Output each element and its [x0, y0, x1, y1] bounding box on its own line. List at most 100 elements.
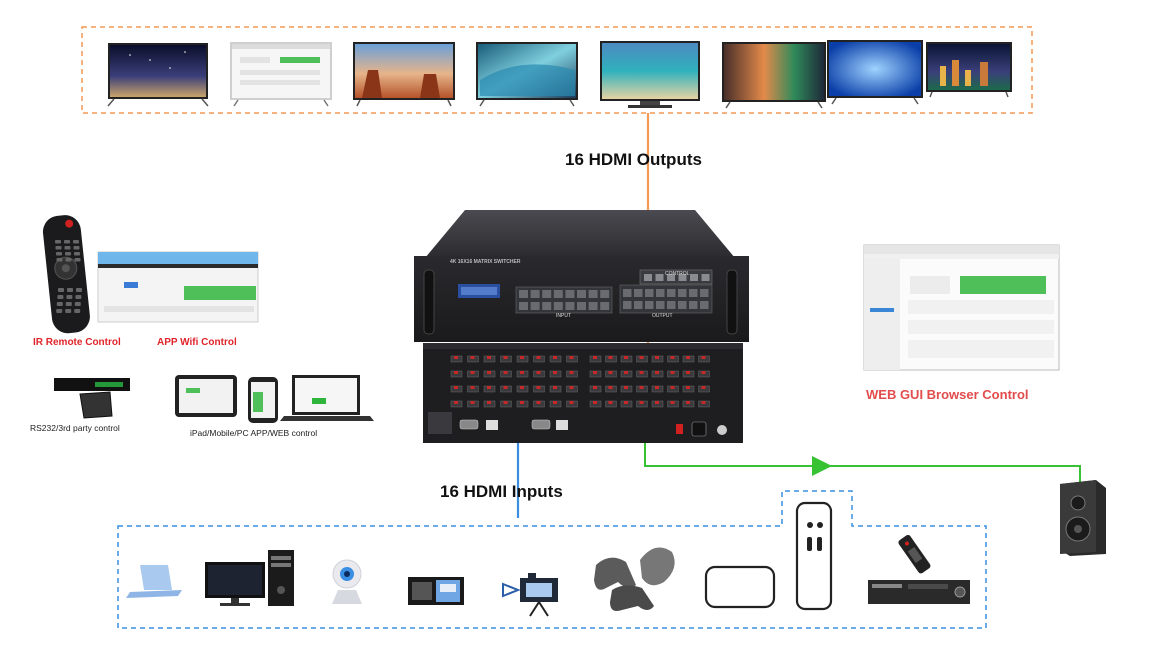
remote-key [65, 309, 72, 313]
ir-remote-label: IR Remote Control [33, 337, 121, 348]
remote-key [74, 309, 81, 313]
port-indicator [569, 401, 574, 404]
remote-key [75, 295, 82, 299]
port-indicator [503, 371, 508, 374]
remote-key [65, 302, 72, 306]
device-output-label: OUTPUT [652, 313, 673, 319]
remote-key [56, 309, 63, 313]
output-button [623, 301, 632, 309]
input-button [530, 290, 540, 298]
remote-key [56, 302, 63, 306]
port-indicator [470, 401, 475, 404]
remote-key [73, 246, 80, 250]
remote-key [58, 288, 64, 292]
output-button [689, 301, 698, 309]
port-indicator [593, 356, 597, 359]
input-button [577, 302, 586, 310]
port-indicator [569, 386, 574, 389]
port-indicator [520, 401, 524, 404]
port-indicator [639, 386, 644, 389]
port-indicator [520, 386, 524, 389]
port-indicator [487, 356, 491, 359]
remote-key [65, 258, 72, 262]
port-indicator [608, 401, 613, 404]
remote-key [74, 252, 80, 256]
port-indicator [470, 371, 475, 374]
control-button [667, 274, 675, 281]
tv-beach-icon [600, 41, 700, 108]
port-indicator [503, 401, 508, 404]
port-indicator [569, 371, 574, 374]
web-gui-label: WEB GUI Browser Control [866, 387, 1029, 402]
port-indicator [487, 401, 491, 404]
tv-desert-icon [353, 42, 455, 107]
input-button [565, 290, 575, 298]
output-button [656, 289, 665, 297]
port-indicator [608, 386, 613, 389]
output-button [623, 289, 632, 297]
port-indicator [701, 401, 706, 404]
input-button [519, 290, 528, 298]
port-indicator [553, 386, 557, 389]
remote-key [67, 288, 73, 292]
input-button [600, 290, 610, 298]
port-indicator [686, 401, 690, 404]
remote-key [74, 258, 81, 262]
rs232-label: RS232/3rd party control [30, 423, 120, 433]
output-button [689, 289, 698, 297]
ipad-mobile-laptop-icon [175, 375, 374, 423]
port-indicator [686, 371, 690, 374]
hdmi-ports-grid [450, 355, 710, 408]
output-button [678, 289, 687, 297]
port-indicator [536, 356, 541, 359]
port-indicator [553, 356, 557, 359]
game-controllers-icon [594, 547, 675, 611]
port-indicator [520, 371, 524, 374]
port-indicator [670, 356, 675, 359]
port-indicator [686, 386, 690, 389]
remote-key [64, 240, 70, 244]
tv-galaxy-icon [107, 43, 209, 107]
control-button [678, 274, 687, 281]
port-indicator [655, 401, 659, 404]
control-button [655, 274, 664, 281]
port-indicator [454, 356, 458, 359]
remote-key [74, 302, 81, 306]
port-indicator [608, 371, 613, 374]
device-title: 4K 16X16 MATRIX SWITCHER [450, 259, 521, 265]
port-indicator [670, 371, 675, 374]
input-button [542, 302, 552, 310]
port-indicator [593, 386, 597, 389]
remote-key [65, 252, 71, 256]
tv-abstract-icon [722, 42, 826, 109]
port-indicator [593, 401, 597, 404]
port-indicator [639, 371, 644, 374]
port-indicator [454, 401, 458, 404]
input-button [588, 290, 598, 298]
port-indicator [639, 356, 644, 359]
input-button [542, 290, 552, 298]
port-indicator [454, 386, 458, 389]
rs232-keypad-icon [54, 378, 130, 419]
output-button [645, 289, 654, 297]
input-button [588, 302, 598, 310]
port-indicator [503, 386, 508, 389]
input-button [519, 302, 528, 310]
port-indicator [701, 356, 706, 359]
tv-wave-icon [476, 42, 578, 107]
remote-key [64, 246, 71, 250]
settop-box-icon [868, 534, 970, 604]
port-indicator [536, 371, 541, 374]
port-indicator [553, 401, 557, 404]
outputs-dashed-box [81, 26, 1033, 114]
remote-key [55, 240, 61, 244]
output-button [700, 289, 709, 297]
port-indicator [487, 371, 491, 374]
port-indicator [470, 386, 475, 389]
remote-key [55, 246, 62, 250]
input-button [553, 290, 563, 298]
port-indicator [686, 356, 690, 359]
